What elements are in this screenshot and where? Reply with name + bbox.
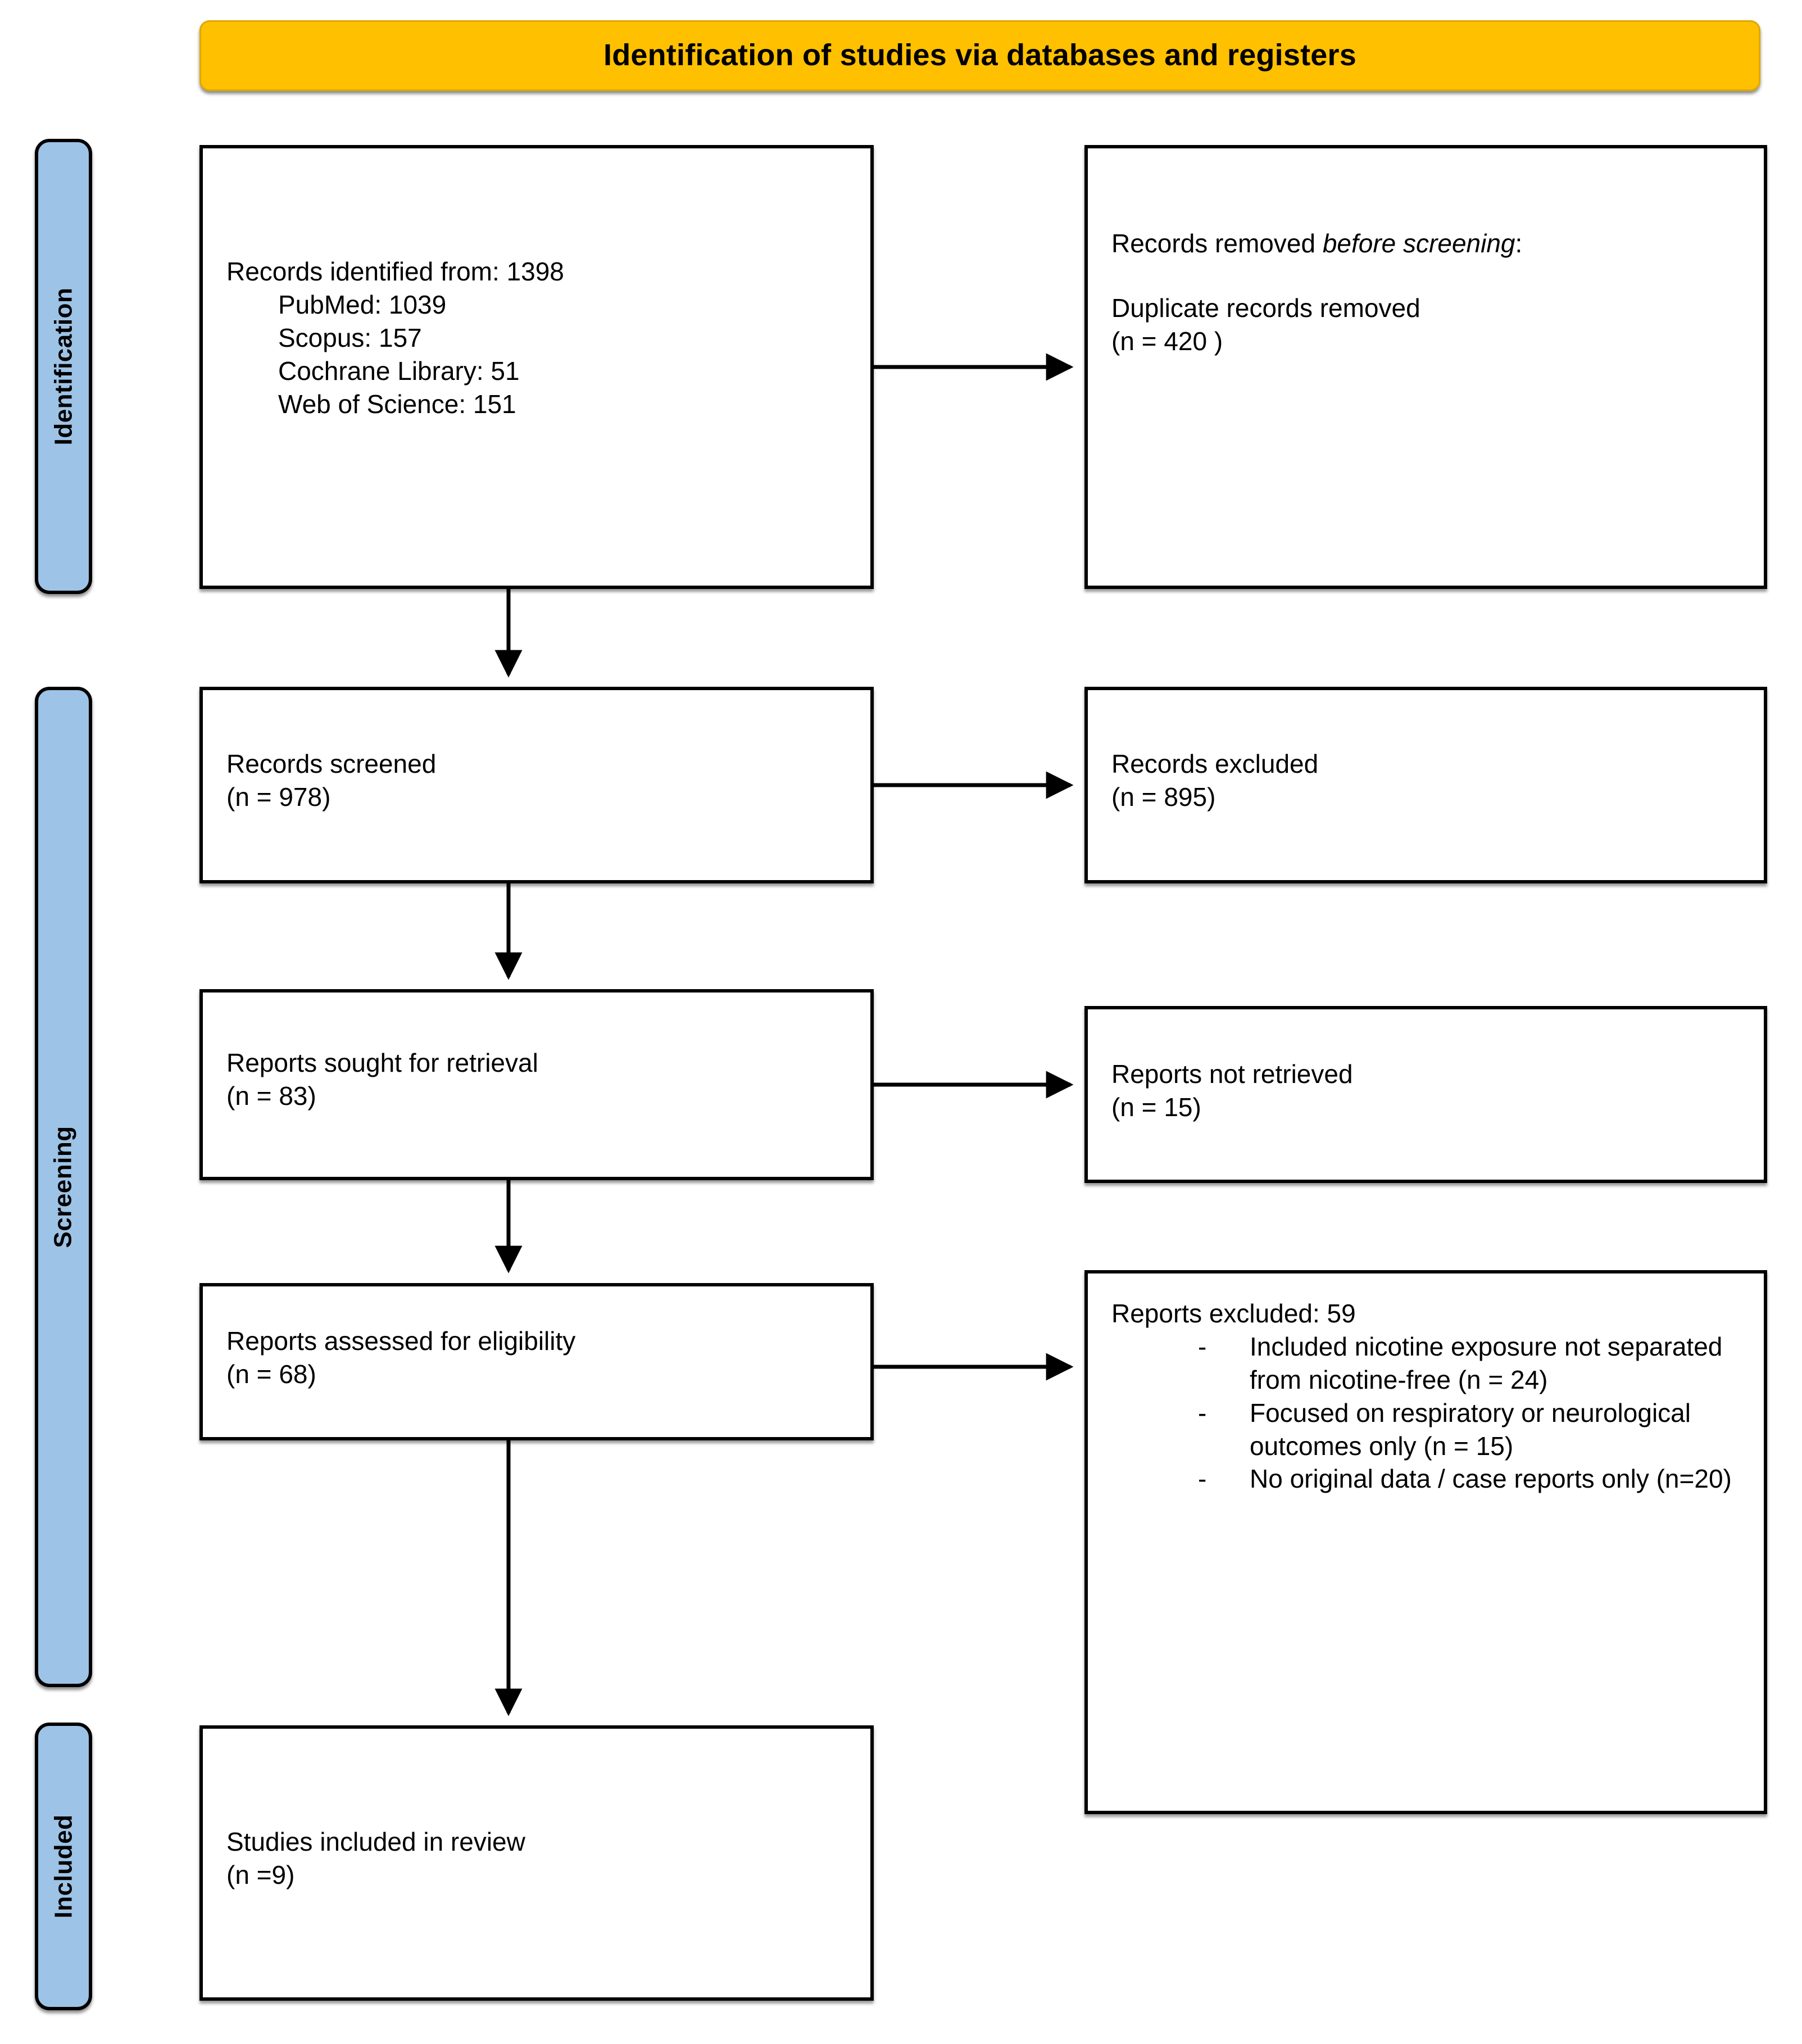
- records-identified-source-wos: Web of Science: 151: [278, 389, 516, 419]
- phase-bar-screening: Screening: [35, 687, 92, 1687]
- box-records-excluded: Records excluded (n = 895): [1084, 687, 1767, 883]
- records-removed-heading: Records removed before screening:: [1111, 227, 1750, 260]
- phase-bar-identification: Identification: [35, 139, 92, 594]
- box-studies-included-in-review: Studies included in review (n =9): [199, 1725, 874, 2001]
- reports-not-retrieved-count: (n = 15): [1111, 1092, 1201, 1122]
- reports-excluded-reason-item: - Included nicotine exposure not separate…: [1111, 1330, 1750, 1397]
- box-reports-excluded-reasons: Reports excluded: 59 - Included nicotine …: [1084, 1270, 1767, 1814]
- reports-sought-count: (n = 83): [226, 1081, 316, 1111]
- phase-bar-included: Included: [35, 1723, 92, 2010]
- reports-excluded-reason-item: - Focused on respiratory or neurological …: [1111, 1397, 1750, 1463]
- reports-not-retrieved-label: Reports not retrieved: [1111, 1059, 1353, 1089]
- records-identified-source-pubmed: PubMed: 1039: [278, 289, 447, 319]
- reports-excluded-reason-text: No original data / case reports only (n=…: [1250, 1464, 1732, 1494]
- reports-excluded-reason-item: - No original data / case reports only (n…: [1111, 1462, 1750, 1495]
- bullet-dash-icon: -: [1198, 1331, 1207, 1361]
- records-excluded-count: (n = 895): [1111, 782, 1216, 812]
- box-records-removed-before-screening: Records removed before screening: Duplic…: [1084, 145, 1767, 589]
- diagram-header-banner: Identification of studies via databases …: [199, 20, 1760, 91]
- records-screened-label: Records screened: [226, 749, 437, 778]
- records-excluded-label: Records excluded: [1111, 749, 1319, 778]
- box-records-screened: Records screened (n = 978): [199, 687, 874, 883]
- records-removed-heading-emphasis: before screening: [1322, 229, 1515, 258]
- phase-label-screening: Screening: [49, 1126, 77, 1248]
- studies-included-count: (n =9): [226, 1860, 295, 1889]
- bullet-dash-icon: -: [1198, 1398, 1207, 1427]
- records-removed-spacer: [1111, 260, 1750, 292]
- reports-assessed-count: (n = 68): [226, 1359, 316, 1389]
- reports-assessed-label: Reports assessed for eligibility: [226, 1326, 576, 1356]
- records-screened-count: (n = 978): [226, 782, 331, 812]
- records-removed-heading-lead: Records removed: [1111, 229, 1323, 258]
- duplicate-records-removed-count: (n = 420 ): [1111, 326, 1223, 356]
- box-reports-not-retrieved: Reports not retrieved (n = 15): [1084, 1006, 1767, 1183]
- box-reports-assessed-for-eligibility: Reports assessed for eligibility (n = 68…: [199, 1283, 874, 1440]
- records-removed-heading-tail: :: [1515, 229, 1523, 258]
- reports-excluded-reason-list: - Included nicotine exposure not separate…: [1111, 1330, 1750, 1495]
- records-identified-source-scopus: Scopus: 157: [278, 323, 422, 352]
- studies-included-label: Studies included in review: [226, 1827, 525, 1856]
- bullet-dash-icon: -: [1198, 1464, 1207, 1494]
- box-reports-sought-for-retrieval: Reports sought for retrieval (n = 83): [199, 989, 874, 1180]
- duplicate-records-removed-label: Duplicate records removed: [1111, 293, 1420, 323]
- reports-excluded-reason-text: Included nicotine exposure not separated…: [1250, 1331, 1723, 1394]
- reports-excluded-title: Reports excluded: 59: [1111, 1299, 1356, 1328]
- reports-excluded-reason-text: Focused on respiratory or neurological o…: [1250, 1398, 1691, 1461]
- box-records-identified: Records identified from: 1398 PubMed: 10…: [199, 145, 874, 589]
- records-identified-title: Records identified from: 1398: [226, 257, 564, 286]
- records-identified-source-cochrane: Cochrane Library: 51: [278, 356, 520, 386]
- phase-label-identification: Identification: [49, 287, 77, 446]
- diagram-title: Identification of studies via databases …: [603, 38, 1356, 72]
- phase-label-included: Included: [49, 1814, 77, 1919]
- reports-sought-label: Reports sought for retrieval: [226, 1048, 538, 1077]
